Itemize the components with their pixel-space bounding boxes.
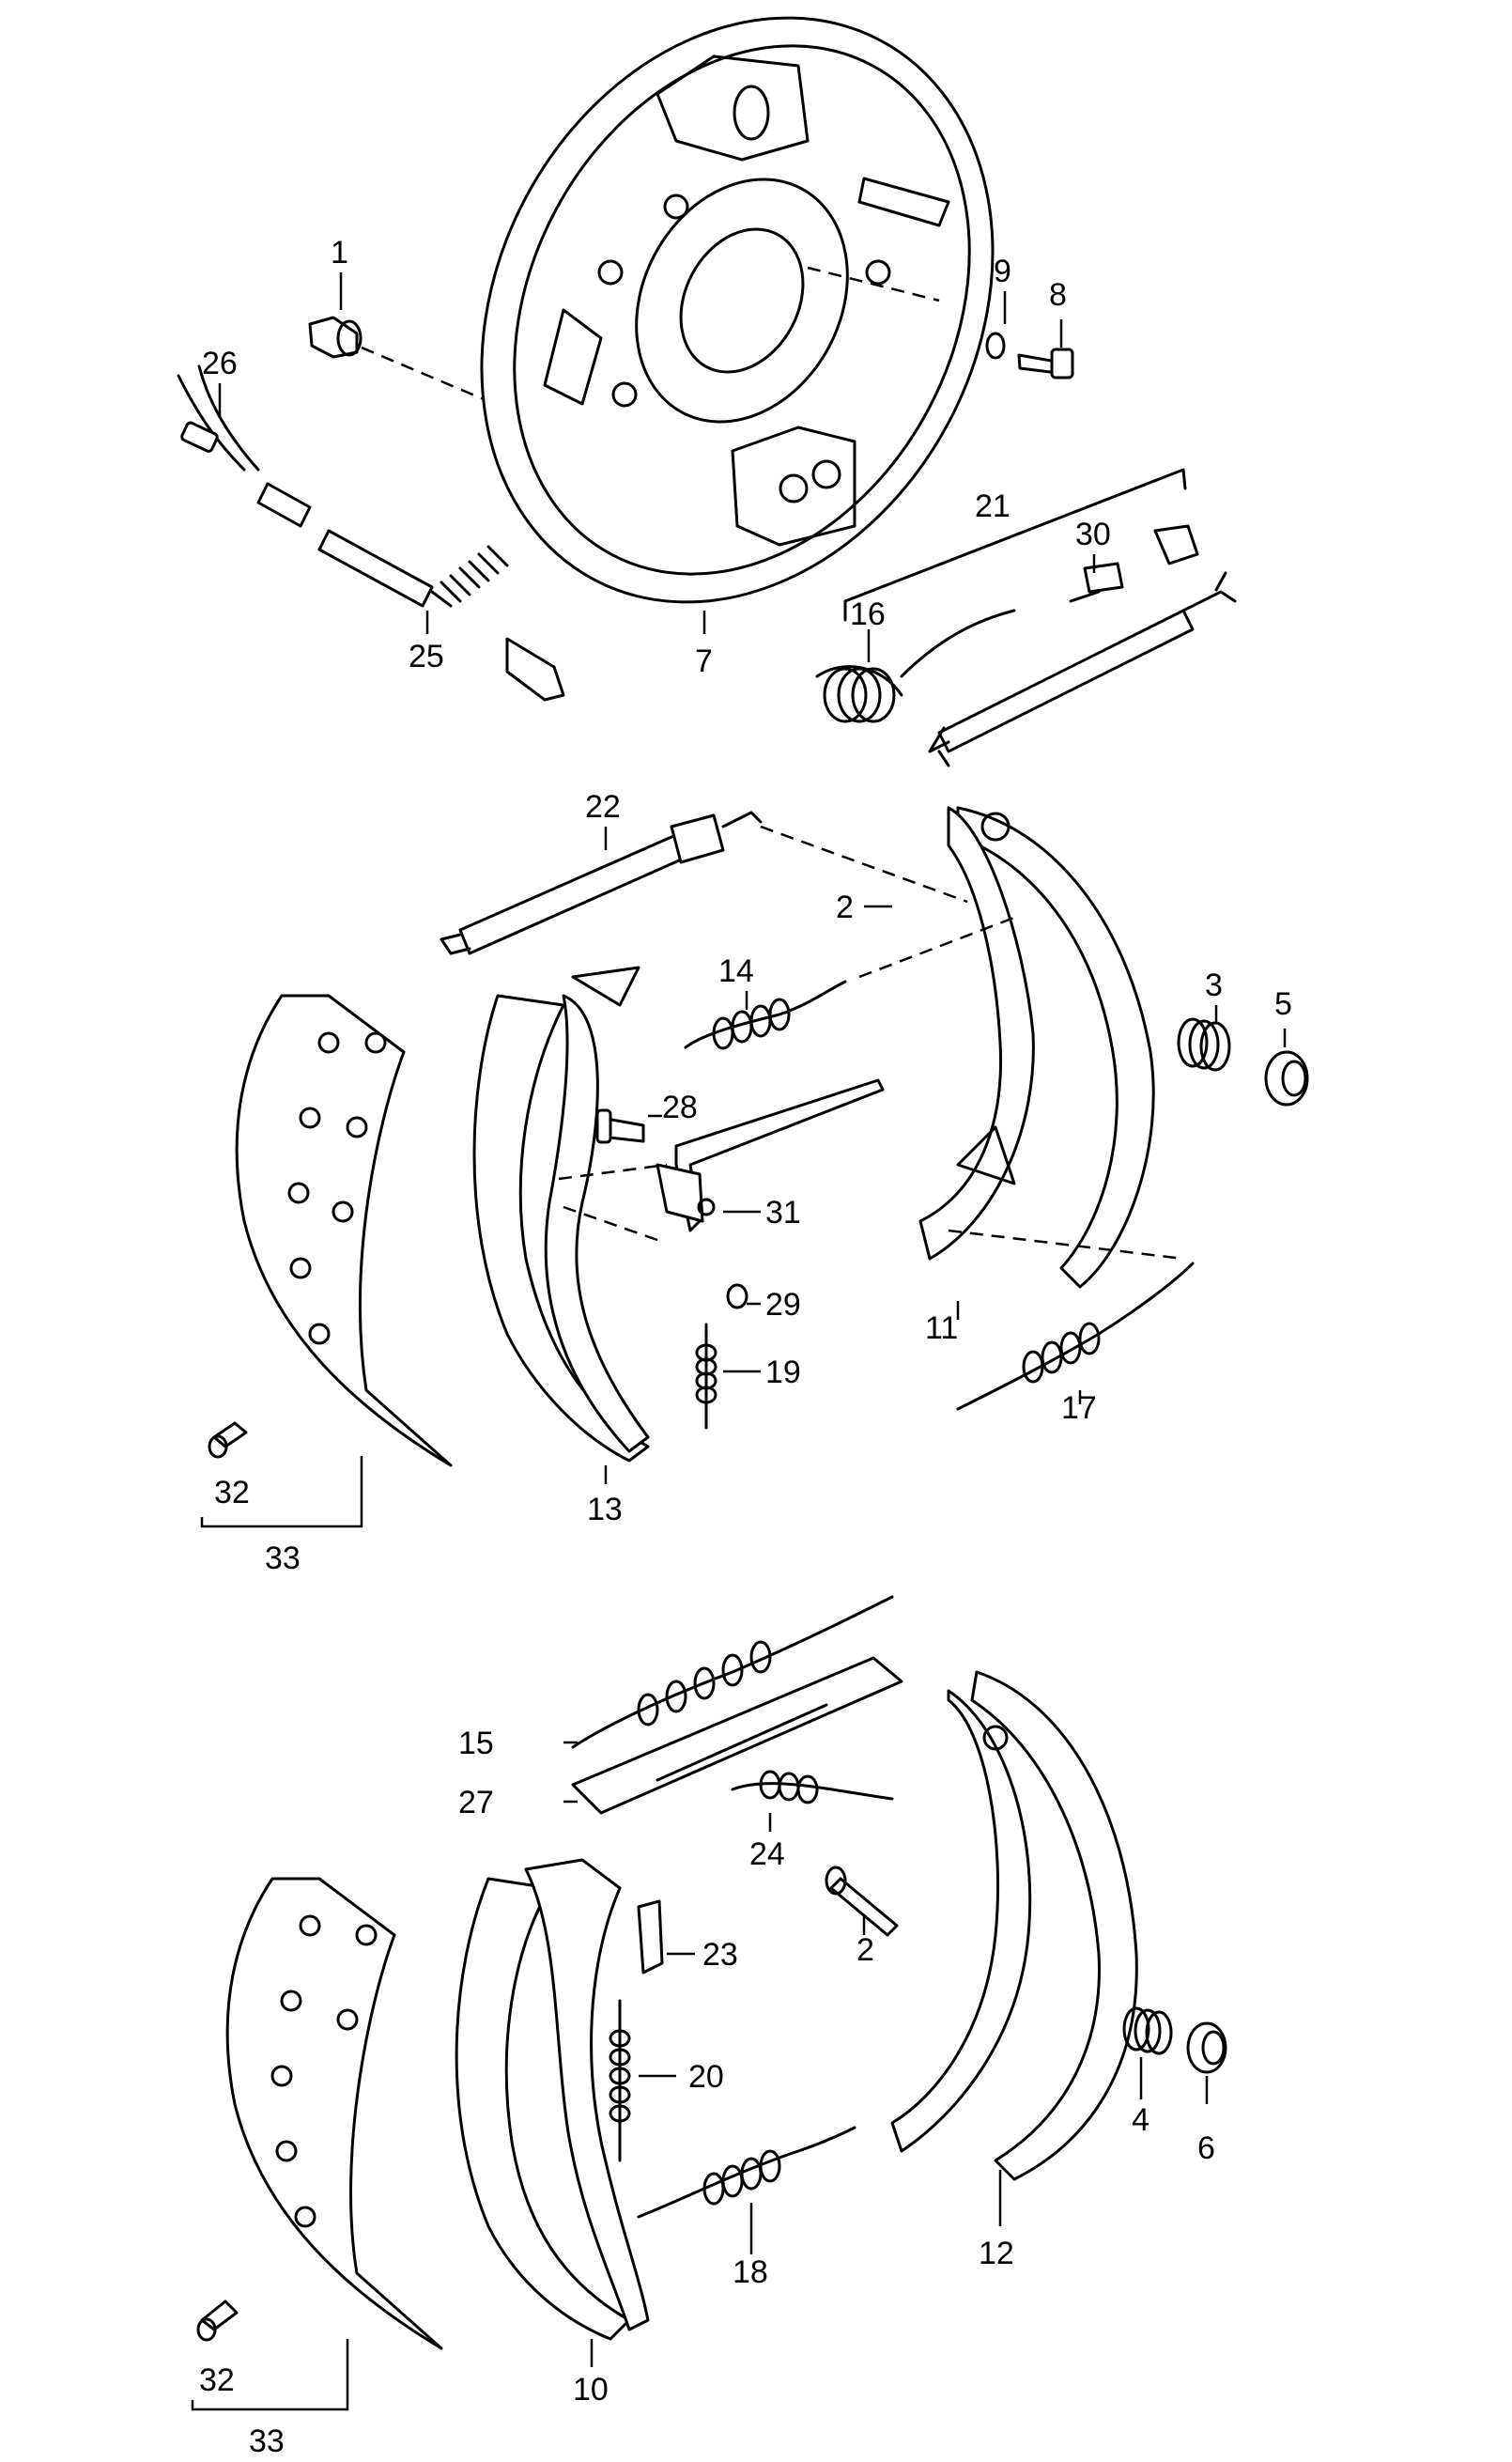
brake-lining-part-33a xyxy=(235,994,453,1467)
callout-24: 24 xyxy=(749,1836,785,1872)
callout-2b: 2 xyxy=(856,1932,874,1968)
brake-shoe-part-10 xyxy=(455,1858,650,2341)
clip-part-23 xyxy=(637,1899,664,1974)
callout-4: 4 xyxy=(1132,2102,1149,2138)
callout-32b: 32 xyxy=(199,2362,235,2398)
callout-33a: 33 xyxy=(265,1541,301,1576)
callout-33b: 33 xyxy=(249,2423,285,2459)
brake-shoe-part-12 xyxy=(890,1670,1138,2181)
backing-plate-part-7 xyxy=(480,16,995,604)
brake-cable-part-25 xyxy=(177,364,565,702)
rivet-part-32a xyxy=(208,1421,248,1459)
spring-part-18 xyxy=(637,2126,856,2219)
callout-28: 28 xyxy=(662,1090,698,1125)
callout-15: 15 xyxy=(458,1726,494,1761)
callout-11: 11 xyxy=(925,1310,958,1346)
spring-part-19 xyxy=(695,1323,717,1430)
cap-part-6 xyxy=(1186,2021,1227,2074)
clip-part-29 xyxy=(726,1283,748,1309)
callout-9: 9 xyxy=(994,254,1011,289)
adjuster-strut-part-22 xyxy=(440,811,763,955)
spring-part-16 xyxy=(815,609,1016,723)
washer-part-9 xyxy=(985,332,1006,360)
callout-12: 12 xyxy=(979,2236,1014,2271)
callout-labels: 1 9 8 26 21 30 16 25 7 22 2 14 3 5 28 31… xyxy=(199,235,1292,2459)
callout-6: 6 xyxy=(1197,2130,1215,2166)
grommet-part-1 xyxy=(308,316,363,359)
assembly-lines xyxy=(361,266,1184,1261)
callout-22: 22 xyxy=(585,789,621,825)
callout-10: 10 xyxy=(573,2372,609,2408)
bolt-part-8 xyxy=(1017,348,1074,379)
spring-part-15 xyxy=(571,1595,894,1749)
brake-shoe-part-13 xyxy=(472,966,650,1463)
strut-part-27 xyxy=(571,1656,903,1815)
adjuster-assembly-part-21 xyxy=(843,468,1237,767)
callout-18: 18 xyxy=(733,2254,768,2290)
cap-part-5 xyxy=(1264,1050,1309,1107)
callout-19: 19 xyxy=(765,1355,801,1390)
spring-part-24 xyxy=(731,1770,894,1804)
callout-2a: 2 xyxy=(836,890,854,925)
callout-3: 3 xyxy=(1205,968,1223,1003)
spring-part-17 xyxy=(956,1262,1195,1411)
rivet-part-32b xyxy=(196,2299,239,2342)
pin-part-2b xyxy=(825,1866,899,1937)
callout-8: 8 xyxy=(1049,277,1067,313)
spring-part-14 xyxy=(684,980,847,1050)
callout-32a: 32 xyxy=(214,1475,250,1510)
callout-7: 7 xyxy=(695,643,713,679)
callout-1: 1 xyxy=(331,235,348,271)
callout-29: 29 xyxy=(765,1287,801,1323)
callout-25: 25 xyxy=(409,639,444,674)
callout-13: 13 xyxy=(587,1492,623,1527)
callout-21: 21 xyxy=(975,488,1011,524)
callout-23: 23 xyxy=(702,1937,738,1973)
callout-20: 20 xyxy=(688,2059,724,2095)
callout-30: 30 xyxy=(1075,517,1111,552)
pin-part-28 xyxy=(595,1108,645,1144)
brake-shoe-part-11 xyxy=(918,806,1155,1289)
spring-part-3 xyxy=(1177,1017,1231,1072)
callout-5: 5 xyxy=(1274,986,1292,1022)
lever-part-31 xyxy=(656,1078,885,1232)
brake-lining-part-33b xyxy=(225,1877,443,2350)
spring-part-20 xyxy=(609,1999,631,2162)
spring-part-4 xyxy=(1122,2006,1173,2055)
callout-14: 14 xyxy=(718,953,754,989)
callout-26: 26 xyxy=(202,346,238,381)
leader-lines xyxy=(191,272,1287,2411)
callout-17: 17 xyxy=(1061,1390,1097,1426)
callout-31: 31 xyxy=(765,1195,801,1231)
callout-27: 27 xyxy=(458,1785,494,1820)
callout-16: 16 xyxy=(850,596,886,632)
